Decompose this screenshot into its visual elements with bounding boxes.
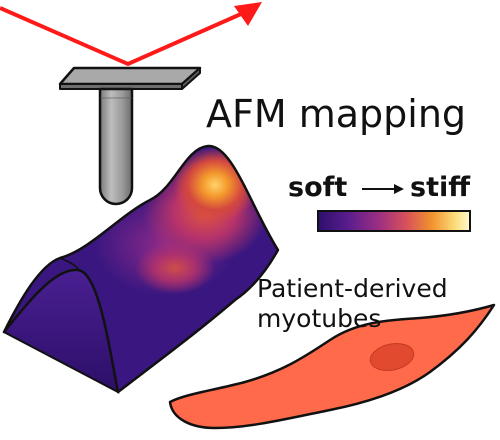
- stiffness-scale-bar: [317, 210, 471, 232]
- myotube-cell-icon: [168, 303, 496, 430]
- figure-title: AFM mapping: [206, 92, 467, 136]
- afm-tip-icon: [98, 87, 134, 206]
- scale-high-label: stiff: [410, 172, 471, 203]
- arrow-right-icon: [362, 184, 404, 194]
- laser-beam-icon: [0, 2, 262, 67]
- cell-caption-line2: myotubes: [257, 304, 382, 333]
- cell-caption: Patient-derived myotubes: [257, 274, 448, 334]
- myotube-nucleus: [369, 342, 415, 372]
- scale-low-label: soft: [288, 172, 348, 203]
- afm-cantilever-icon: [58, 66, 202, 90]
- stiffness-surface-icon: [2, 144, 280, 394]
- cell-caption-line1: Patient-derived: [257, 274, 448, 303]
